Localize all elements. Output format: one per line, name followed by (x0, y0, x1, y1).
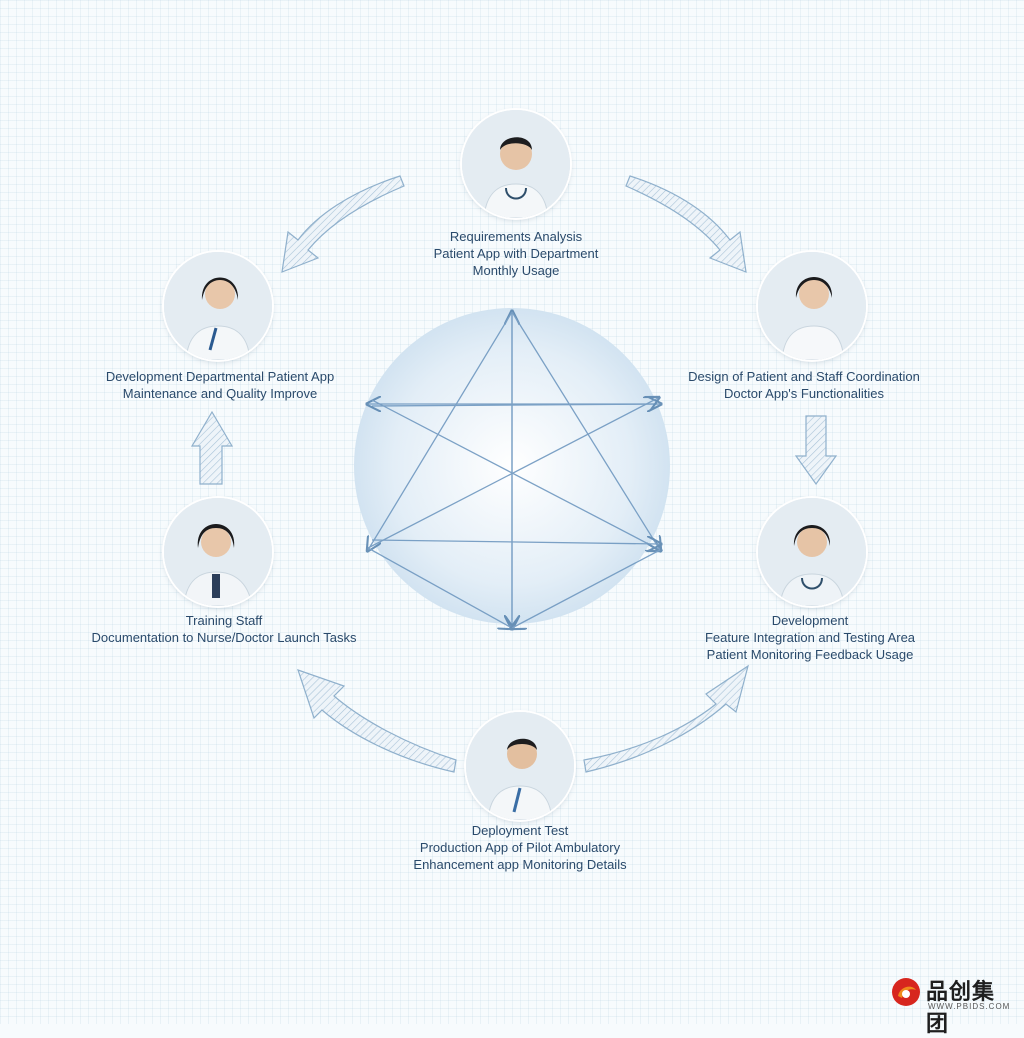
label-requirements: Requirements Analysis Patient App with D… (402, 228, 630, 279)
label-design: Design of Patient and Staff Coordination… (668, 368, 940, 402)
node-avatar-development (758, 498, 866, 606)
node-line3: Patient Monitoring Feedback Usage (706, 647, 914, 662)
node-line3: Enhancement app Monitoring Details (413, 857, 627, 872)
node-line3: Monthly Usage (472, 263, 560, 278)
doctor-avatar-icon (164, 252, 272, 360)
doctor-avatar-icon (164, 498, 272, 606)
label-deployment: Deployment Test Production App of Pilot … (402, 822, 638, 873)
node-line2: Documentation to Nurse/Doctor Launch Tas… (91, 630, 357, 645)
node-line2: Patient App with Department (433, 246, 599, 261)
doctor-avatar-icon (462, 110, 570, 218)
arrow-top-to-right (625, 175, 747, 273)
node-title: Deployment Test (471, 823, 569, 838)
node-avatar-design (758, 252, 866, 360)
hub-star-arrows (368, 312, 660, 628)
node-avatar-maintenance (164, 252, 272, 360)
brand-url: WWW.PBIDS.COM (928, 1002, 1011, 1011)
node-avatar-deployment (466, 712, 574, 820)
arrow-right-down (794, 415, 838, 486)
node-line2: Maintenance and Quality Improve (122, 386, 318, 401)
cycle-arrows (190, 175, 838, 773)
arrow-top-to-left (281, 175, 405, 273)
node-title: Training Staff (185, 613, 263, 628)
node-title: Development Departmental Patient App (105, 369, 335, 384)
doctor-avatar-icon (758, 498, 866, 606)
arrow-bottom-to-right (583, 664, 749, 773)
arrow-left-to-bottom (297, 669, 457, 773)
brand-logo: 品创集团 WWW.PBIDS.COM (890, 974, 1011, 1036)
label-training: Training Staff Documentation to Nurse/Do… (74, 612, 374, 646)
node-title: Requirements Analysis (449, 229, 583, 244)
label-development: Development Feature Integration and Test… (682, 612, 938, 663)
node-title: Development (771, 613, 849, 628)
node-line2: Doctor App's Functionalities (723, 386, 884, 401)
node-avatar-requirements (462, 110, 570, 218)
arrow-left-up (190, 410, 234, 485)
doctor-avatar-icon (466, 712, 574, 820)
node-line2: Feature Integration and Testing Area (704, 630, 916, 645)
node-title: Design of Patient and Staff Coordination (688, 369, 920, 384)
node-avatar-training (164, 498, 272, 606)
node-line2: Production App of Pilot Ambulatory (419, 840, 621, 855)
label-maintenance: Development Departmental Patient App Mai… (92, 368, 348, 402)
brand-logo-icon (892, 978, 920, 1006)
doctor-avatar-icon (758, 252, 866, 360)
